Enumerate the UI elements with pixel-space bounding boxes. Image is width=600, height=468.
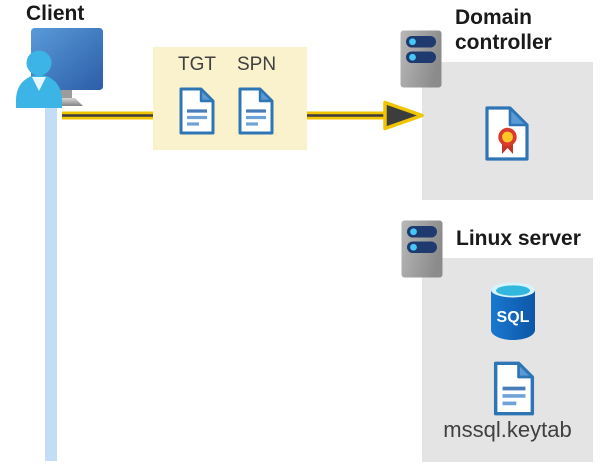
user-icon (16, 50, 62, 108)
sql-database-icon: SQL (491, 282, 535, 340)
domain-controller-server-icon (400, 30, 442, 88)
keytab-document-icon (493, 361, 535, 416)
spn-document-icon (238, 87, 274, 135)
client-workstation-icon (16, 28, 103, 108)
tgt-document-icon (179, 87, 215, 135)
token-box: TGT SPN (153, 47, 307, 150)
tgt-label: TGT (178, 54, 216, 75)
domain-controller-label: Domain controller (455, 6, 552, 54)
spn-label: SPN (237, 54, 277, 75)
linux-server-icon (401, 220, 443, 278)
linux-server-label: Linux server (456, 227, 581, 250)
arrowhead-icon (383, 100, 424, 131)
client-label: Client (26, 2, 85, 25)
client-connection-line (45, 96, 57, 461)
sql-badge-text: SQL (497, 309, 530, 326)
certificate-icon (485, 106, 529, 161)
keytab-filename-label: mssql.keytab (443, 417, 572, 442)
